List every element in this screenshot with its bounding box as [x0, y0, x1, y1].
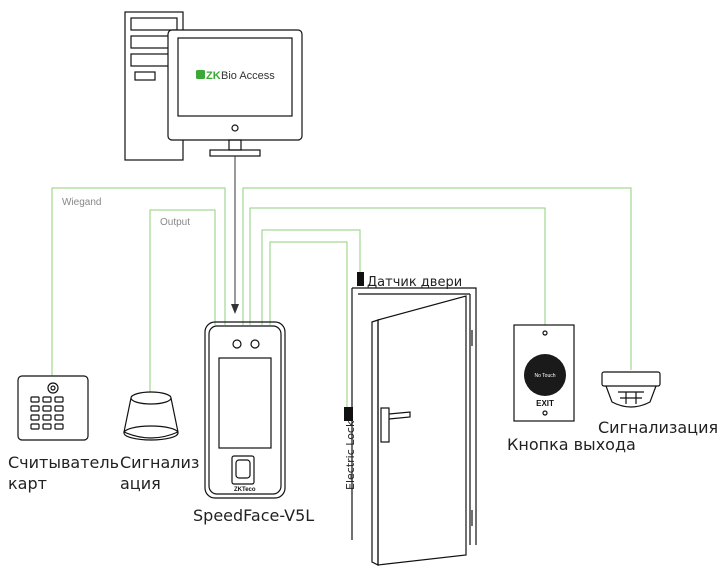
siren-label-1: Сигнализ: [120, 453, 199, 472]
door-sensor-block: [357, 272, 364, 286]
door: [351, 287, 477, 566]
exit-text: EXIT: [536, 399, 554, 408]
wiegand-label: Wiegand: [62, 197, 101, 208]
monitor: [167, 29, 303, 157]
card-reader: [17, 375, 89, 441]
device-brand: ZKTeco: [234, 487, 256, 493]
logo-zk: ZK: [206, 70, 221, 82]
logo-name: Bio Access: [221, 70, 275, 82]
door-sensor-label: Датчик двери: [367, 275, 462, 290]
alarm-label: Сигнализация: [598, 418, 718, 437]
siren: [123, 391, 179, 441]
output-label: Output: [160, 217, 190, 228]
siren-label-2: ация: [120, 474, 161, 493]
speedface-device: ZKTeco: [204, 321, 286, 499]
exit-button: No Touch EXIT: [513, 324, 575, 422]
electric-lock-block: [344, 407, 353, 421]
alarm: [601, 371, 661, 408]
no-touch-text: No Touch: [534, 373, 555, 379]
wiring: [51, 156, 632, 408]
card-reader-label-2: карт: [8, 474, 47, 493]
device-name-label: SpeedFace-V5L: [193, 506, 314, 525]
zkbio-access-logo: ZK Bio Access: [196, 70, 275, 82]
card-reader-label-1: Считыватель: [8, 453, 119, 472]
exit-button-label: Кнопка выхода: [507, 435, 636, 454]
electric-lock-label: Electric Lock: [344, 420, 357, 490]
